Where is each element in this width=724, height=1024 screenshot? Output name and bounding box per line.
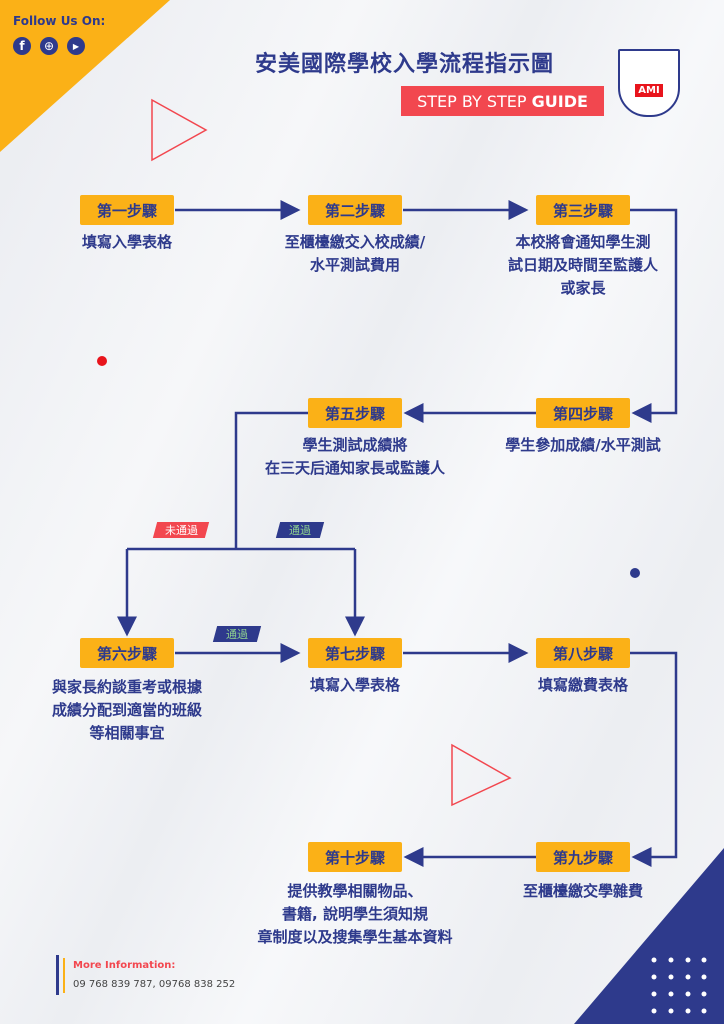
logo-text: AMI	[635, 83, 663, 97]
school-logo: AMI	[618, 49, 680, 117]
dot-grid	[651, 957, 707, 1014]
guide-bold: GUIDE	[531, 91, 588, 111]
triangle-decoration	[451, 743, 512, 807]
step-label-1: 第一步驟	[80, 195, 174, 225]
follow-label: Follow Us On:	[13, 14, 106, 28]
footer-bar-accent	[63, 958, 65, 993]
description-line: 填寫繳費表格	[537, 676, 628, 694]
step-description-7: 填寫入學表格	[245, 674, 465, 697]
description-line: 在三天后通知家長或監護人	[264, 459, 445, 477]
step-description-3: 本校將會通知學生測試日期及時間至監護人或家長	[473, 231, 693, 300]
description-line: 填寫入學表格	[81, 233, 172, 251]
globe-icon[interactable]: ⊕	[40, 37, 58, 55]
pass-tag: 通過	[212, 626, 262, 642]
step-label-8: 第八步驟	[536, 638, 630, 668]
guide-banner: STEP BY STEP GUIDE	[401, 86, 604, 116]
youtube-icon[interactable]: ▶	[67, 37, 85, 55]
pass-tag: 通過	[275, 522, 325, 538]
guide-prefix: STEP BY STEP	[417, 91, 532, 111]
step-description-2: 至櫃檯繳交入校成績/水平測試費用	[245, 231, 465, 277]
red-dot	[97, 356, 107, 366]
line-5-branch	[234, 411, 308, 549]
step-description-6: 與家長約談重考或根據成績分配到適當的班級等相關事宜	[17, 676, 237, 745]
description-line: 等相關事宜	[89, 724, 165, 742]
step-description-4: 學生參加成績/水平測試	[473, 434, 693, 457]
description-line: 章制度以及搜集學生基本資料	[257, 928, 453, 946]
step-label-10: 第十步驟	[308, 842, 402, 872]
step-label-3: 第三步驟	[536, 195, 630, 225]
step-description-1: 填寫入學表格	[17, 231, 237, 254]
arrow-8-9	[630, 651, 678, 867]
step-label-2: 第二步驟	[308, 195, 402, 225]
step-label-4: 第四步驟	[536, 398, 630, 428]
description-line: 與家長約談重考或根據	[51, 678, 202, 696]
navy-corner	[574, 848, 724, 1024]
description-line: 成績分配到適當的班級	[51, 701, 202, 719]
phone-numbers: 09 768 839 787, 09768 838 252	[73, 979, 236, 990]
arrow-3-4	[630, 208, 678, 423]
description-line: 或家長	[560, 279, 606, 297]
footer-bar	[56, 955, 59, 995]
step-label-9: 第九步驟	[536, 842, 630, 872]
description-line: 提供教學相關物品、	[287, 882, 423, 900]
triangle-decoration	[151, 98, 208, 162]
description-line: 學生參加成績/水平測試	[505, 436, 661, 454]
step-label-5: 第五步驟	[308, 398, 402, 428]
description-line: 學生測試成績將	[302, 436, 408, 454]
description-line: 水平測試費用	[309, 256, 400, 274]
step-label-7: 第七步驟	[308, 638, 402, 668]
step-description-8: 填寫繳費表格	[473, 674, 693, 697]
step-description-5: 學生測試成績將在三天后通知家長或監護人	[245, 434, 465, 480]
description-line: 書籍, 說明學生須知規	[282, 905, 428, 923]
description-line: 填寫入學表格	[309, 676, 400, 694]
description-line: 至櫃檯繳交學雜費	[522, 882, 643, 900]
description-line: 試日期及時間至監護人	[507, 256, 658, 274]
step-description-10: 提供教學相關物品、書籍, 說明學生須知規章制度以及搜集學生基本資料	[245, 880, 465, 949]
page-title: 安美國際學校入學流程指示圖	[255, 52, 555, 77]
description-line: 至櫃檯繳交入校成績/	[284, 233, 426, 251]
description-line: 本校將會通知學生測	[515, 233, 651, 251]
navy-dot	[630, 568, 640, 578]
step-description-9: 至櫃檯繳交學雜費	[473, 880, 693, 903]
step-label-6: 第六步驟	[80, 638, 174, 668]
more-info-label: More Information:	[73, 960, 176, 971]
fail-tag: 未通過	[152, 522, 210, 538]
facebook-icon[interactable]: f	[13, 37, 31, 55]
